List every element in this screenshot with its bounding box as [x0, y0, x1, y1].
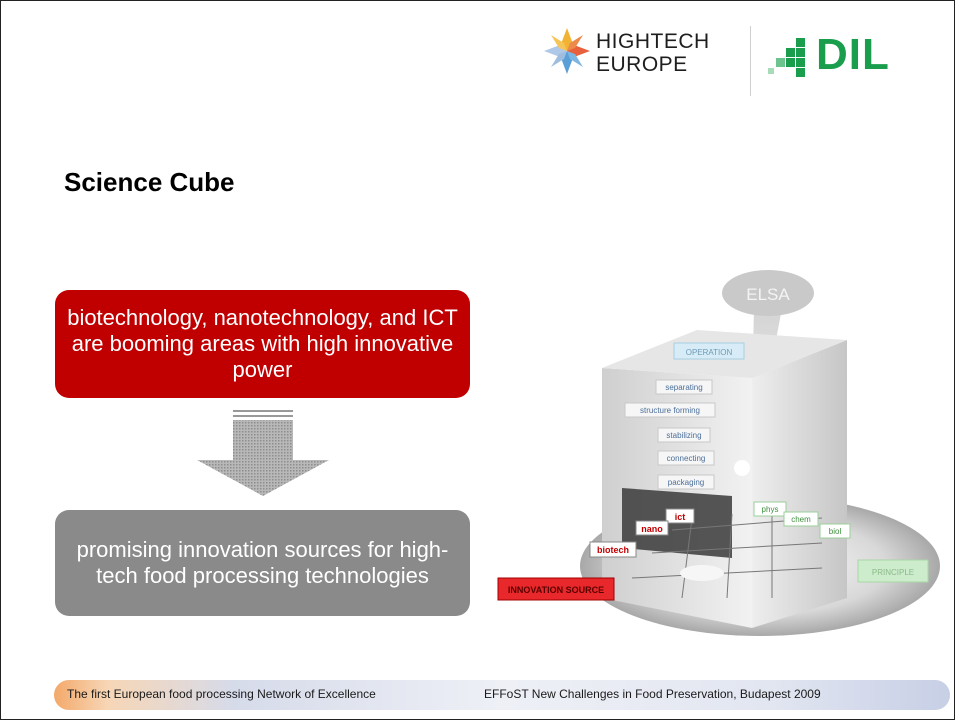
booming-areas-box: biotechnology, nanotechnology, and ICT a… — [55, 290, 470, 398]
src-ict: ict — [675, 512, 686, 522]
op-structure-forming: structure forming — [640, 406, 700, 415]
slide-title: Science Cube — [64, 167, 235, 197]
operation-label: OPERATION — [686, 348, 733, 357]
booming-areas-text: biotechnology, nanotechnology, and ICT a… — [67, 305, 458, 382]
dil-dots-icon — [768, 38, 805, 77]
innovation-source-label: INNOVATION SOURCE — [508, 585, 604, 595]
op-packaging: packaging — [668, 478, 704, 487]
op-separating: separating — [665, 383, 702, 392]
innovation-sources-text: promising innovation sources for high-te… — [76, 537, 449, 588]
principle-label: PRINCIPLE — [872, 568, 914, 577]
pr-phys: phys — [762, 505, 779, 514]
footer-left-text: The first European food processing Netwo… — [67, 687, 376, 701]
pr-chem: chem — [791, 515, 811, 524]
src-nano: nano — [641, 524, 663, 534]
elsa-label: ELSA — [746, 285, 790, 304]
footer-bar — [54, 680, 950, 710]
op-connecting: connecting — [667, 454, 706, 463]
hightech-europe-logo: HIGHTECH EUROPE — [542, 26, 732, 86]
innovation-sources-box: promising innovation sources for high-te… — [55, 510, 470, 616]
hightech-line2: EUROPE — [596, 53, 688, 76]
pr-biol: biol — [829, 527, 842, 536]
down-arrow-icon — [197, 410, 329, 496]
logo-divider — [750, 26, 751, 96]
footer-right-text: EFFoST New Challenges in Food Preservati… — [484, 687, 821, 701]
science-cube-diagram: ELSA OPERATION separating structure form… — [497, 270, 940, 636]
dil-logo: DIL — [768, 32, 938, 82]
hightech-star-icon — [544, 28, 590, 74]
dil-text: DIL — [816, 30, 890, 79]
src-biotech: biotech — [597, 545, 629, 555]
hightech-line1: HIGHTECH — [596, 30, 710, 53]
op-stabilizing: stabilizing — [666, 431, 701, 440]
